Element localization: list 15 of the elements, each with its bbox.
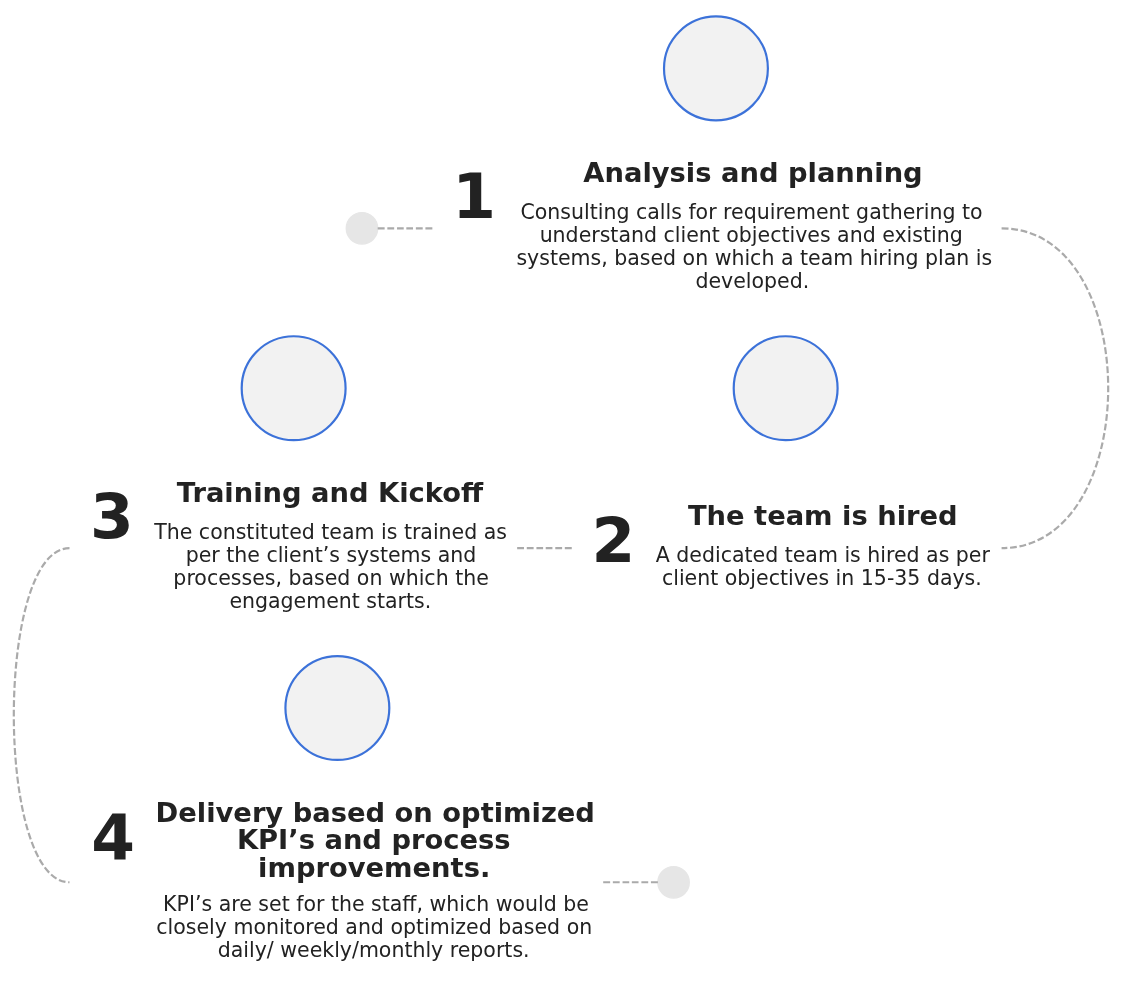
node-circle (732, 334, 839, 441)
connector (603, 880, 658, 883)
node-text: 2 The team is hired A dedicated team is hired as per client objectives in 15-35 days. (591, 499, 990, 590)
node-circle (662, 14, 769, 121)
node-circle (240, 334, 347, 441)
node-circle (657, 865, 690, 899)
connector (377, 226, 433, 229)
connector (516, 546, 572, 549)
node-circle (284, 654, 391, 761)
node-text: 3 Training and Kickoff The constituted team is trained as per the client’s systems and processes, based on which the engagement starts. (90, 476, 507, 613)
node-text: 4 Delivery based on optimized KPI’s and process improvements. KPI’s are set for the staff, which would be closely monitored and optimized based on daily/ weekly/monthly reports. (91, 796, 595, 962)
node-circle (345, 211, 379, 245)
connector (1001, 226, 1110, 549)
node-text: 1 Analysis and planning Consulting calls for requirement gathering to understand client objectives and existing systems, based on which a team hiring plan is developed. (452, 156, 993, 293)
connector (12, 546, 70, 883)
